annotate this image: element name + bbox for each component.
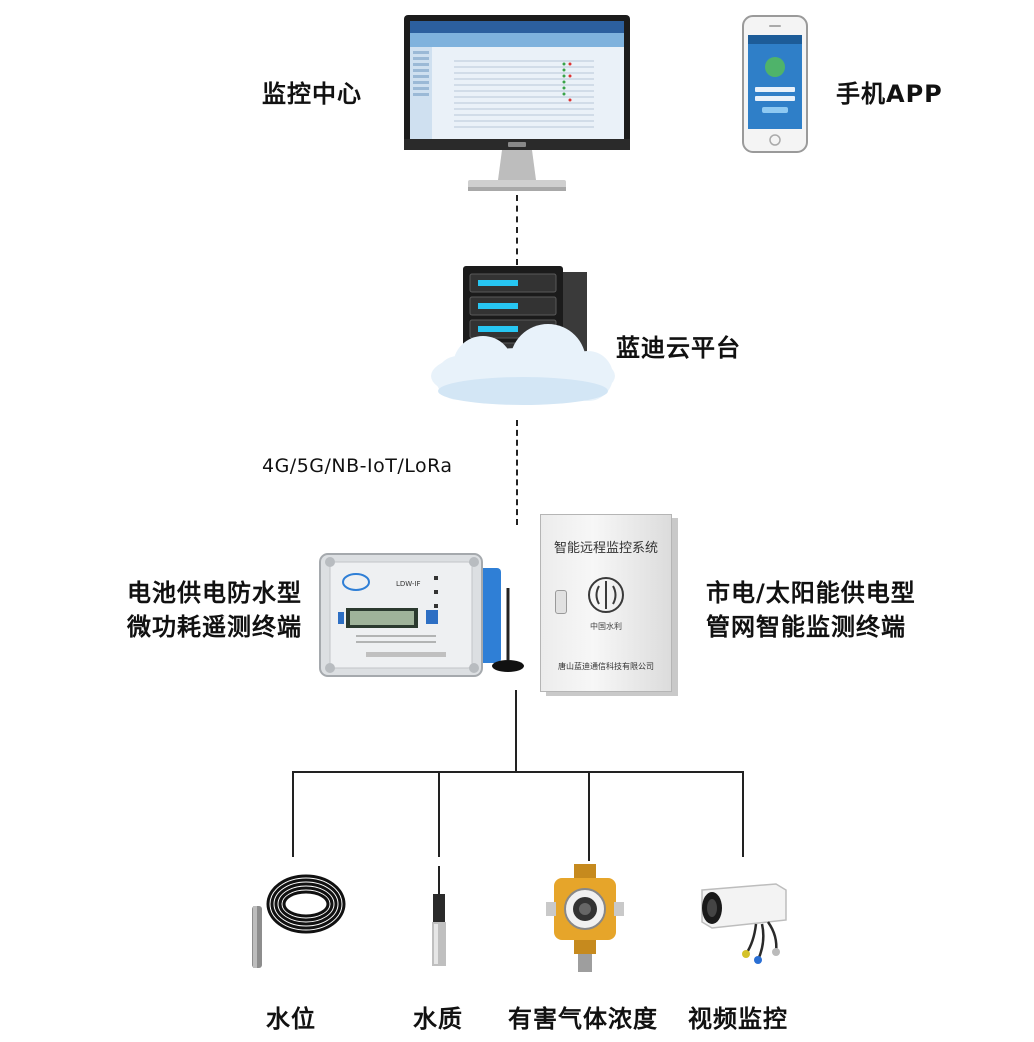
branch-gas <box>588 771 590 861</box>
battery-terminal-label: 电池供电防水型 微功耗遥测终端 <box>102 576 302 644</box>
branch-water-level <box>292 771 294 857</box>
link-monitor-cloud <box>516 195 518 265</box>
sensor-label-water-level: 水位 <box>266 1005 316 1033</box>
phone-icon <box>742 15 808 153</box>
cabinet-handle <box>555 590 567 614</box>
cloud-platform-label: 蓝迪云平台 <box>616 334 741 362</box>
branch-video <box>742 771 744 857</box>
video-camera-icon <box>701 883 787 964</box>
control-cabinet: 智能远程监控系统 中国水利 唐山蓝迪通信科技有限公司 <box>540 514 672 692</box>
monitor-center-label: 监控中心 <box>262 80 362 108</box>
cloud-server-icon <box>431 266 615 405</box>
protocol-label: 4G/5G/NB-IoT/LoRa <box>262 455 453 477</box>
cabinet-title: 智能远程监控系统 <box>553 541 658 556</box>
cabinet-company: 唐山蓝迪通信科技有限公司 <box>558 662 654 671</box>
cabinet-brand: 中国水利 <box>590 622 622 631</box>
sensor-label-water-quality: 水质 <box>413 1005 463 1033</box>
rtu-model-text: LDW-IF <box>396 580 421 588</box>
sensor-label-gas: 有害气体浓度 <box>508 1005 658 1033</box>
water-conservancy-logo <box>588 577 624 613</box>
mobile-app-label: 手机APP <box>836 80 943 108</box>
mains-terminal-line1: 市电/太阳能供电型 <box>706 579 916 607</box>
water-quality-sensor-icon <box>432 866 446 966</box>
bus-line <box>292 771 744 773</box>
trunk-line <box>515 690 517 772</box>
monitor-icon <box>404 15 630 191</box>
mains-terminal-line2: 管网智能监测终端 <box>706 613 906 641</box>
battery-rtu-device: LDW-IF <box>319 553 524 677</box>
mains-terminal-label: 市电/太阳能供电型 管网智能监测终端 <box>706 576 916 644</box>
branch-water-quality <box>438 771 440 857</box>
water-level-sensor-icon <box>252 874 346 968</box>
gas-detector-icon <box>546 864 624 972</box>
link-cloud-terminals <box>516 420 518 525</box>
battery-terminal-line2: 微功耗遥测终端 <box>127 613 302 641</box>
battery-terminal-line1: 电池供电防水型 <box>127 579 302 607</box>
sensor-label-video: 视频监控 <box>688 1005 788 1033</box>
